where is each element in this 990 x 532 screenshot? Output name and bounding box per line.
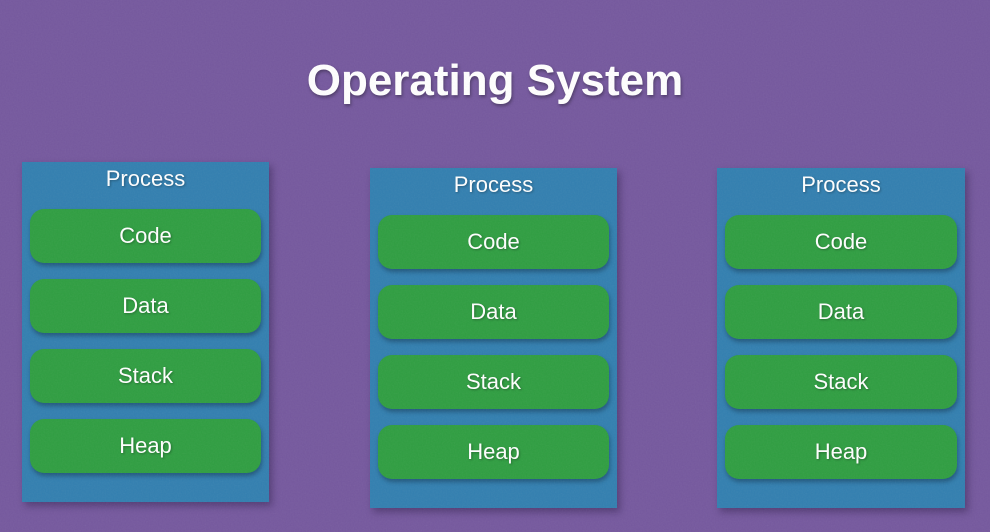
process-segments: Code Data Stack Heap: [22, 209, 269, 473]
process-title: Process: [453, 172, 534, 197]
process-title: Process: [105, 166, 186, 191]
segment-data: Data: [30, 279, 261, 333]
process-segments: Code Data Stack Heap: [370, 215, 617, 479]
process-box-1: Process Code Data Stack Heap: [22, 162, 269, 502]
process-title: Process: [801, 172, 881, 197]
process-box-3: Process Code Data Stack Heap: [717, 168, 965, 508]
segment-stack: Stack: [725, 355, 957, 409]
process-segments: Code Data Stack Heap: [717, 215, 965, 479]
segment-heap: Heap: [725, 425, 957, 479]
process-box-2: Process Code Data Stack Heap: [370, 168, 617, 508]
slide-title: Operating System: [306, 56, 684, 105]
segment-code: Code: [725, 215, 957, 269]
segment-data: Data: [725, 285, 957, 339]
segment-stack: Stack: [30, 349, 261, 403]
segment-heap: Heap: [30, 419, 261, 473]
segment-heap: Heap: [378, 425, 609, 479]
segment-data: Data: [378, 285, 609, 339]
segment-code: Code: [378, 215, 609, 269]
segment-stack: Stack: [378, 355, 609, 409]
segment-code: Code: [30, 209, 261, 263]
